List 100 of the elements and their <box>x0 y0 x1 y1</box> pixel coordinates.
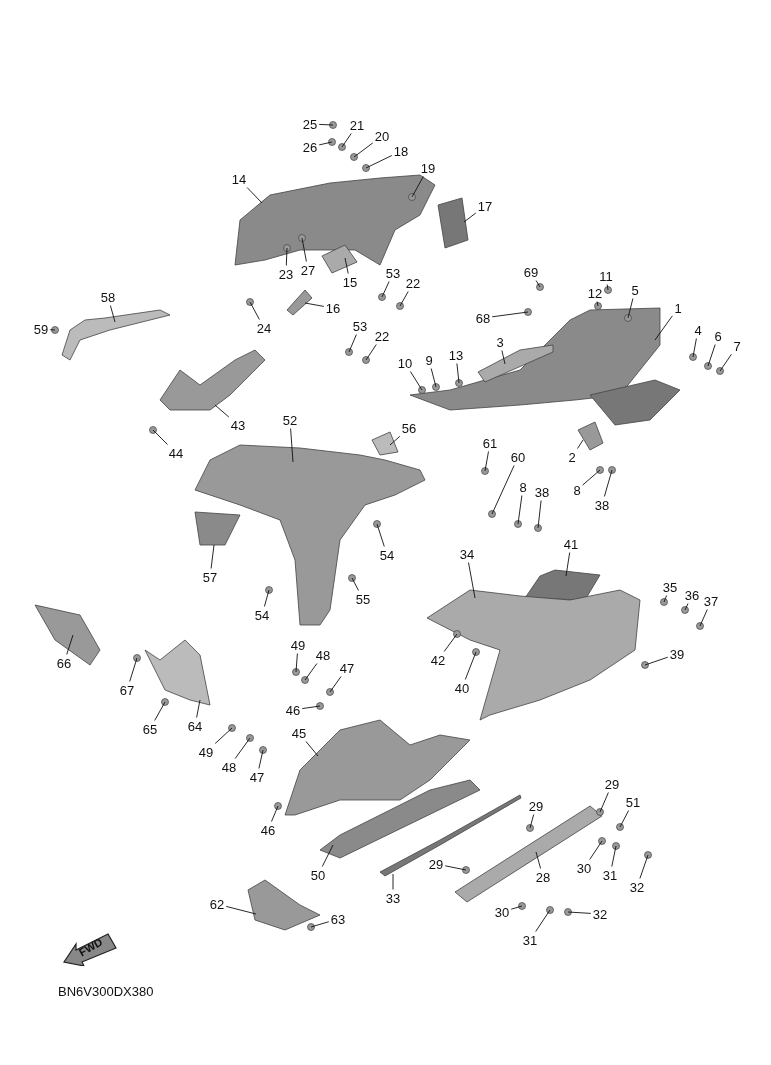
leader-line <box>596 301 599 307</box>
leader-line <box>305 741 319 757</box>
leader-line <box>707 344 716 367</box>
callout-number: 31 <box>522 933 538 947</box>
leader-line <box>381 281 390 298</box>
leader-line <box>301 237 307 262</box>
callout-number: 65 <box>142 722 158 736</box>
leader-line <box>344 257 349 274</box>
leader-line <box>263 589 270 607</box>
callout-number: 55 <box>355 592 371 606</box>
leader-line <box>639 854 649 879</box>
callout-number: 56 <box>401 421 417 435</box>
callout-number: 58 <box>100 290 116 304</box>
callout-number: 38 <box>594 498 610 512</box>
callout-number: 44 <box>168 446 184 460</box>
callout-number: 31 <box>602 868 618 882</box>
leader-line <box>392 873 394 890</box>
callout-number: 36 <box>684 588 700 602</box>
callout-number: 38 <box>534 485 550 499</box>
callout-number: 27 <box>300 263 316 277</box>
callout-number: 9 <box>425 353 433 367</box>
leader-line <box>301 705 321 710</box>
callout-number: 21 <box>349 118 365 132</box>
leader-line <box>304 302 325 307</box>
callout-number: 48 <box>315 648 331 662</box>
leader-line <box>619 810 630 828</box>
leader-line <box>582 469 601 486</box>
leader-line <box>295 653 298 673</box>
leader-line <box>225 905 257 915</box>
leader-line <box>606 284 609 291</box>
leader-line <box>214 727 233 744</box>
leader-line <box>214 404 230 418</box>
callout-number: 25 <box>302 117 318 131</box>
callout-number: 53 <box>385 266 401 280</box>
callout-number: 19 <box>420 161 436 175</box>
callout-number: 47 <box>339 661 355 675</box>
leader-line <box>365 155 393 169</box>
leader-line <box>389 435 401 446</box>
callout-number: 8 <box>519 480 527 494</box>
leader-line <box>529 814 535 829</box>
callout-number: 32 <box>629 880 645 894</box>
leader-line <box>468 562 476 599</box>
callout-number: 68 <box>475 311 491 325</box>
leader-line <box>443 633 458 652</box>
callout-number: 13 <box>448 348 464 362</box>
leader-line <box>351 577 359 591</box>
leader-line <box>464 651 477 680</box>
callout-number: 5 <box>631 283 639 297</box>
leader-line <box>663 595 668 603</box>
leader-line <box>109 305 116 323</box>
callout-number: 40 <box>454 681 470 695</box>
leader-line <box>318 123 334 126</box>
callout-number: 4 <box>694 323 702 337</box>
leader-line <box>318 141 333 146</box>
callout-number: 1 <box>674 301 682 315</box>
callout-number: 18 <box>393 144 409 158</box>
leader-line <box>565 552 571 577</box>
callout-number: 42 <box>430 653 446 667</box>
leader-line <box>517 495 523 525</box>
callout-number: 52 <box>282 413 298 427</box>
leader-line <box>348 334 357 353</box>
callout-number: 23 <box>278 267 294 281</box>
leader-line <box>684 603 689 611</box>
callout-number: 51 <box>625 795 641 809</box>
leader-line <box>589 840 603 860</box>
callout-number: 43 <box>230 418 246 432</box>
leader-line <box>290 428 294 463</box>
callout-number: 2 <box>568 450 576 464</box>
callout-number: 24 <box>256 321 272 335</box>
leader-line <box>271 805 279 822</box>
leader-line <box>196 699 201 718</box>
leader-line <box>699 609 708 627</box>
leader-line <box>321 844 334 867</box>
leader-line <box>285 247 288 266</box>
callout-number: 49 <box>198 745 214 759</box>
leader-line <box>152 429 168 445</box>
leader-line <box>692 338 697 358</box>
leader-line <box>567 911 592 914</box>
leader-line <box>409 371 423 391</box>
callout-number: 35 <box>662 580 678 594</box>
leader-line <box>535 909 551 932</box>
leader-line <box>310 921 330 928</box>
leader-line <box>611 845 617 867</box>
callout-number: 57 <box>202 570 218 584</box>
callout-number: 6 <box>714 329 722 343</box>
callout-number: 12 <box>587 286 603 300</box>
leader-line <box>627 298 634 319</box>
callout-number: 66 <box>56 656 72 670</box>
callout-number: 48 <box>221 760 237 774</box>
callout-number: 54 <box>379 548 395 562</box>
callout-number: 3 <box>496 335 504 349</box>
callout-number: 32 <box>592 907 608 921</box>
leader-line <box>535 280 541 288</box>
callout-number: 10 <box>397 356 413 370</box>
callout-number: 41 <box>563 537 579 551</box>
callout-number: 16 <box>325 301 341 315</box>
leader-line <box>399 291 409 307</box>
leader-line <box>129 657 138 682</box>
leader-line <box>258 749 264 769</box>
callout-number: 15 <box>342 275 358 289</box>
